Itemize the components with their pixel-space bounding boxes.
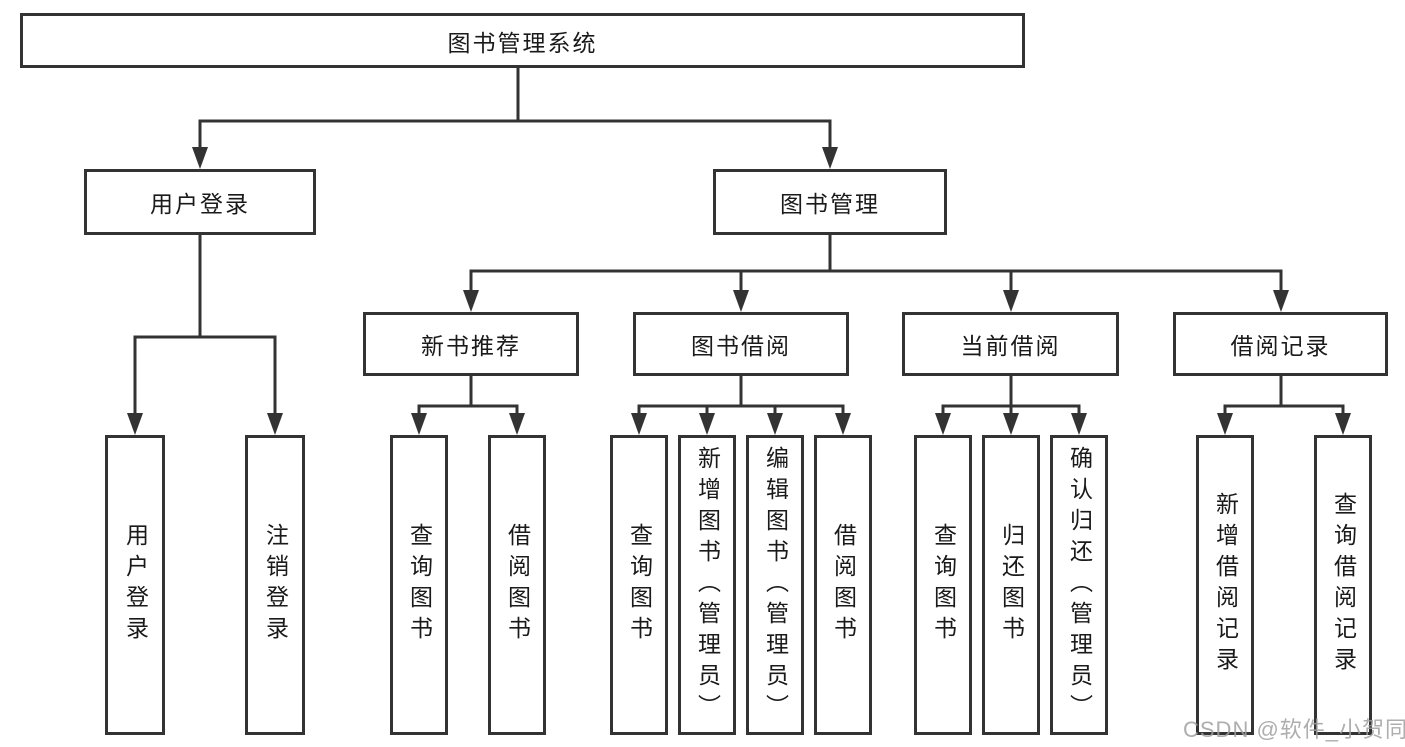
leaf-query-book-2-label: 查询图书 xyxy=(626,523,653,647)
leaf-borrow-book-2: 借阅图书 xyxy=(814,435,872,735)
leaf-user-login-label: 用户登录 xyxy=(122,523,149,647)
leaf-query-book-2: 查询图书 xyxy=(610,435,668,735)
node-current-borrow: 当前借阅 xyxy=(902,312,1119,376)
node-new-book-recommend: 新书推荐 xyxy=(363,312,579,376)
leaf-user-login: 用户登录 xyxy=(105,435,165,735)
leaf-return-book: 归还图书 xyxy=(982,435,1040,735)
leaf-edit-book-admin: 编辑图书（管理员） xyxy=(746,435,804,735)
leaf-logout: 注销登录 xyxy=(245,435,305,735)
leaf-add-borrow-record: 新增借阅记录 xyxy=(1196,435,1254,735)
leaf-borrow-book-1-label: 借阅图书 xyxy=(504,523,531,647)
node-book-management: 图书管理 xyxy=(713,169,947,235)
leaf-add-borrow-record-label: 新增借阅记录 xyxy=(1212,492,1239,678)
node-book-borrow: 图书借阅 xyxy=(633,312,849,376)
leaf-query-book-3: 查询图书 xyxy=(914,435,972,735)
leaf-add-book-admin-label: 新增图书（管理员） xyxy=(694,445,721,725)
leaf-add-book-admin: 新增图书（管理员） xyxy=(678,435,736,735)
arrowheads xyxy=(127,147,1351,435)
leaf-query-book-3-label: 查询图书 xyxy=(930,523,957,647)
node-root-system: 图书管理系统 xyxy=(20,13,1025,68)
node-borrow-record: 借阅记录 xyxy=(1173,312,1388,376)
node-user-login: 用户登录 xyxy=(84,169,316,235)
leaf-return-book-label: 归还图书 xyxy=(998,523,1025,647)
leaf-logout-label: 注销登录 xyxy=(262,523,289,647)
leaf-borrow-book-1: 借阅图书 xyxy=(488,435,546,735)
leaf-confirm-return-admin: 确认归还（管理员） xyxy=(1050,435,1108,735)
leaf-query-book-1-label: 查询图书 xyxy=(406,523,433,647)
watermark: CSDN @软件_小贺同学 xyxy=(1183,717,1405,742)
leaf-query-borrow-record-label: 查询借阅记录 xyxy=(1330,492,1357,678)
leaf-query-book-1: 查询图书 xyxy=(390,435,448,735)
leaf-query-borrow-record: 查询借阅记录 xyxy=(1314,435,1372,735)
leaf-edit-book-admin-label: 编辑图书（管理员） xyxy=(762,445,789,725)
leaf-borrow-book-2-label: 借阅图书 xyxy=(830,523,857,647)
leaf-confirm-return-admin-label: 确认归还（管理员） xyxy=(1066,445,1093,725)
